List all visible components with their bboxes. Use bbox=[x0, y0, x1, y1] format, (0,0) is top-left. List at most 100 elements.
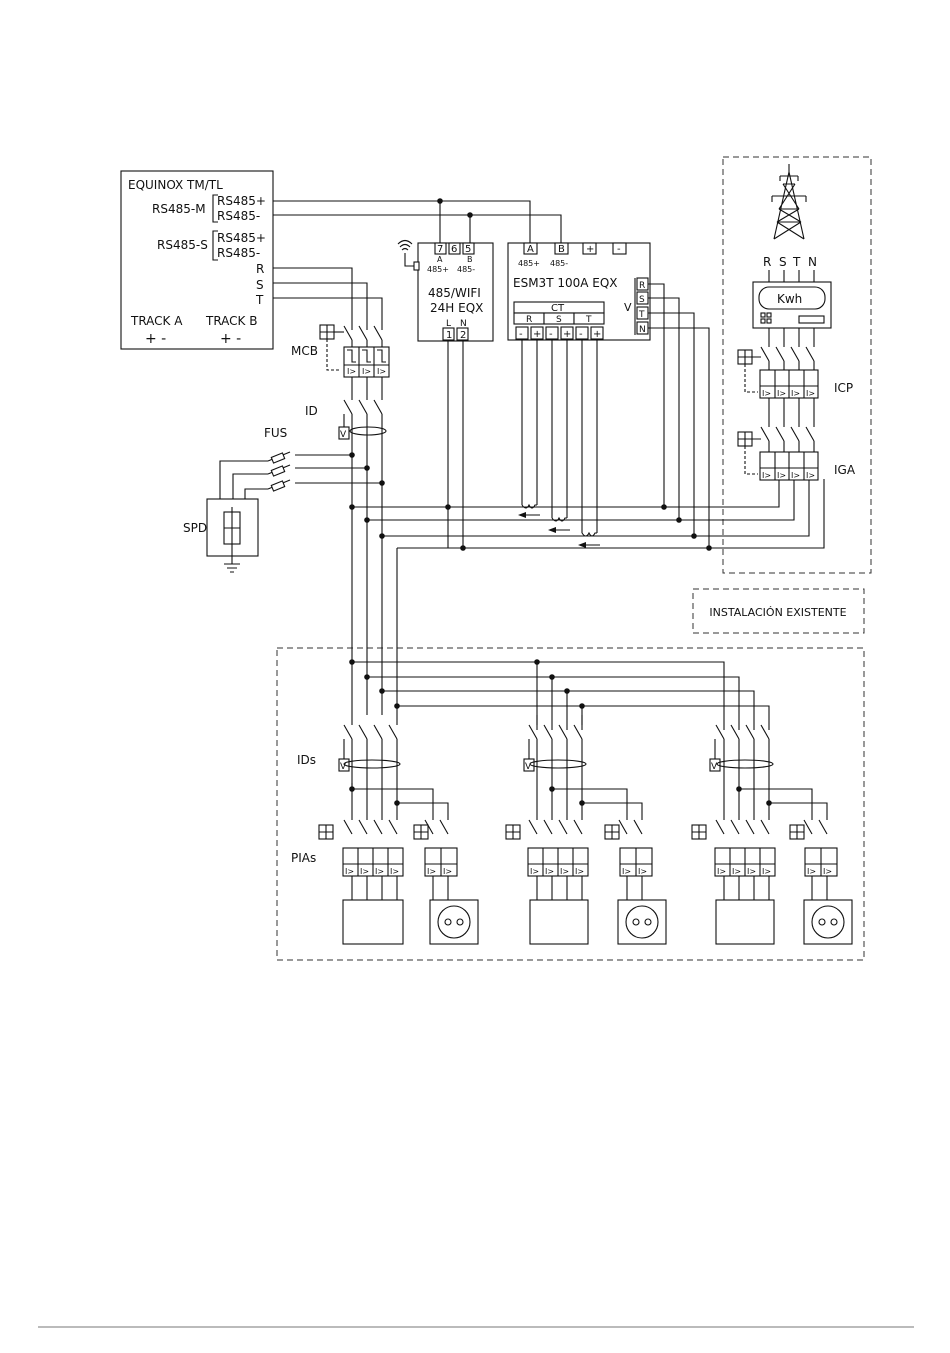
meter-term-minus: - bbox=[617, 244, 621, 255]
track-a-label: TRACK A bbox=[130, 314, 183, 328]
svg-text:I>: I> bbox=[762, 867, 771, 876]
svg-text:V: V bbox=[525, 762, 532, 772]
ground-icon bbox=[224, 556, 240, 573]
svg-text:I>: I> bbox=[777, 471, 786, 480]
rs485-s-label: RS485-S bbox=[157, 238, 208, 252]
rs485-s-minus: RS485- bbox=[217, 246, 260, 260]
svg-text:I>: I> bbox=[791, 471, 800, 480]
wifi-label-b: B bbox=[467, 255, 473, 264]
wifi-term-6: 6 bbox=[451, 244, 457, 255]
ct-term-6: + bbox=[593, 329, 601, 340]
svg-text:I>: I> bbox=[347, 367, 356, 376]
ids-label: IDs bbox=[297, 753, 316, 767]
controller-phase-r: R bbox=[256, 262, 264, 276]
meter-term-plus: + bbox=[586, 244, 594, 255]
socket-1 bbox=[429, 899, 479, 945]
ct-phase-s: S bbox=[556, 315, 562, 325]
fuse-group: FUS bbox=[219, 426, 385, 499]
svg-text:I>: I> bbox=[375, 867, 384, 876]
wifi-term-7: 7 bbox=[437, 244, 443, 255]
branch-2: V I>I>I>I> I>I> bbox=[505, 715, 667, 945]
grid-phase-r: R bbox=[763, 255, 771, 269]
svg-text:V: V bbox=[711, 762, 718, 772]
v-label: V bbox=[624, 301, 632, 314]
controller-phase-wires bbox=[273, 267, 383, 330]
controller-phase-s: S bbox=[256, 278, 264, 292]
svg-text:I>: I> bbox=[791, 389, 800, 398]
existing-installation-area bbox=[722, 156, 872, 574]
ct-label: CT bbox=[551, 303, 565, 314]
ct-phase-r: R bbox=[526, 315, 532, 325]
wifi-label-485p: 485+ bbox=[427, 265, 449, 274]
iga-label: IGA bbox=[834, 463, 856, 477]
rs485-m-minus: RS485- bbox=[217, 209, 260, 223]
wifi-label-l: L bbox=[446, 319, 451, 329]
wifi-name-line2: 24H EQX bbox=[430, 301, 483, 315]
meter-term-b: B bbox=[558, 244, 565, 255]
v-term-t: T bbox=[638, 310, 645, 320]
wifi-antenna-icon bbox=[397, 239, 413, 251]
svg-text:I>: I> bbox=[443, 867, 452, 876]
spd-device: SPD bbox=[183, 498, 259, 573]
svg-text:V: V bbox=[340, 762, 347, 772]
loads-area bbox=[276, 647, 865, 961]
svg-text:I>: I> bbox=[762, 389, 771, 398]
svg-text:I>: I> bbox=[575, 867, 584, 876]
meter-label-485m: 485- bbox=[550, 259, 568, 268]
main-bus-wires bbox=[349, 455, 825, 715]
mcb-breaker: MCB I>I>I> bbox=[291, 324, 390, 400]
track-b-label: TRACK B bbox=[205, 314, 257, 328]
svg-text:I>: I> bbox=[762, 471, 771, 480]
meter-name: ESM3T 100A EQX bbox=[513, 276, 618, 290]
rs485-m-plus: RS485+ bbox=[217, 194, 266, 208]
meter-voltage-wires bbox=[648, 283, 710, 548]
equinox-controller: EQUINOX TM/TL RS485-M RS485+ RS485- RS48… bbox=[120, 170, 274, 350]
svg-text:I>: I> bbox=[638, 867, 647, 876]
mcb-label: MCB bbox=[291, 344, 318, 358]
svg-text:I>: I> bbox=[747, 867, 756, 876]
branch-1: V I>I>I>I> I>I> bbox=[318, 715, 479, 945]
svg-text:I>: I> bbox=[732, 867, 741, 876]
ct-phase-t: T bbox=[585, 315, 592, 325]
svg-text:I>: I> bbox=[806, 471, 815, 480]
track-b-polarity: + - bbox=[220, 331, 241, 347]
ct-term-4: + bbox=[563, 329, 571, 340]
svg-text:I>: I> bbox=[427, 867, 436, 876]
ct-term-3: - bbox=[549, 329, 553, 340]
existing-installation-box bbox=[692, 588, 865, 634]
svg-text:I>: I> bbox=[806, 389, 815, 398]
wifi-term-5: 5 bbox=[465, 244, 471, 255]
kwh-meter: Kwh bbox=[752, 281, 832, 347]
ct-term-5: - bbox=[579, 329, 583, 340]
kwh-label: Kwh bbox=[777, 292, 802, 306]
svg-text:V: V bbox=[340, 430, 347, 440]
wifi-name-line1: 485/WIFI bbox=[428, 286, 481, 300]
wifi-label-a: A bbox=[437, 255, 443, 264]
svg-text:I>: I> bbox=[362, 367, 371, 376]
controller-phase-t: T bbox=[255, 293, 264, 307]
v-term-n: N bbox=[639, 325, 646, 335]
svg-text:I>: I> bbox=[622, 867, 631, 876]
mcb-switch-contacts bbox=[343, 325, 383, 341]
icp-label: ICP bbox=[834, 381, 853, 395]
meter-label-485p: 485+ bbox=[518, 259, 540, 268]
rs485-s-plus: RS485+ bbox=[217, 231, 266, 245]
load-2 bbox=[529, 899, 589, 945]
svg-text:I>: I> bbox=[345, 867, 354, 876]
ct-wires bbox=[521, 339, 598, 537]
rs485-bus bbox=[273, 198, 562, 243]
wifi-label-485m: 485- bbox=[457, 265, 475, 274]
fus-label: FUS bbox=[264, 426, 287, 440]
load-3 bbox=[715, 899, 775, 945]
spd-label: SPD bbox=[183, 521, 207, 535]
load-1 bbox=[342, 899, 404, 945]
v-term-r: R bbox=[639, 281, 645, 291]
grid-phase-s: S bbox=[779, 255, 787, 269]
ct-term-1: - bbox=[519, 329, 523, 340]
id-breaker: ID V bbox=[305, 399, 387, 483]
meter-term-a: A bbox=[527, 244, 534, 255]
svg-text:I>: I> bbox=[717, 867, 726, 876]
svg-text:I>: I> bbox=[390, 867, 399, 876]
socket-3 bbox=[803, 899, 853, 945]
